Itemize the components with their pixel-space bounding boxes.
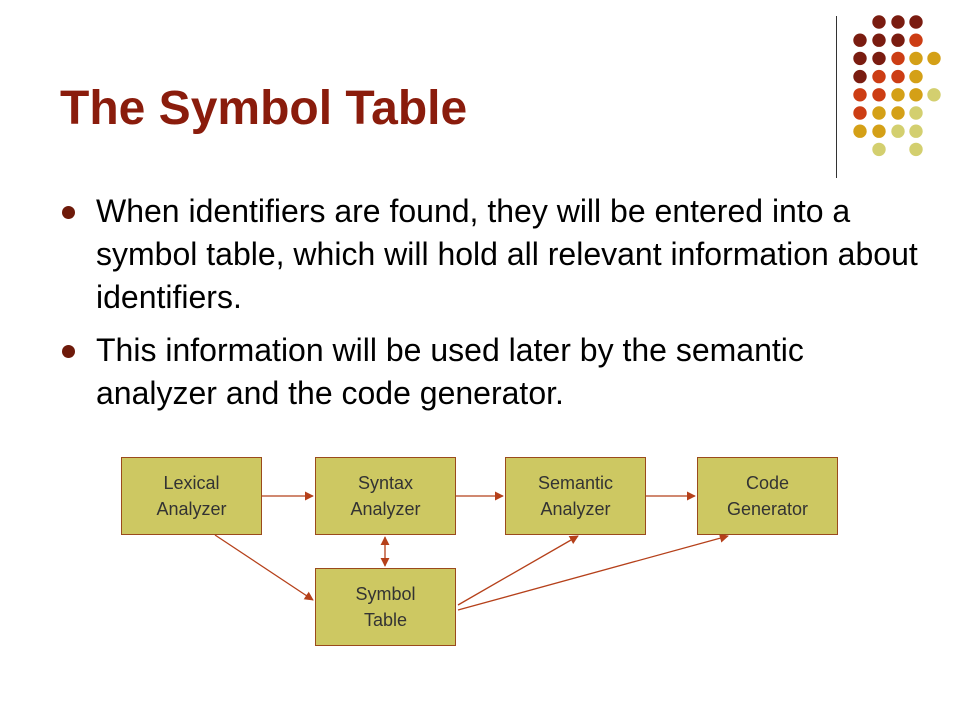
decorative-dot: [872, 106, 886, 120]
bullet-list: When identifiers are found, they will be…: [60, 190, 920, 425]
node-lexical-analyzer: Lexical Analyzer: [121, 457, 262, 535]
bullet-dot-icon: [62, 345, 75, 358]
decorative-dot: [872, 88, 886, 102]
decorative-dot: [909, 15, 923, 29]
bullet-text: This information will be used later by t…: [96, 332, 804, 411]
bullet-item: This information will be used later by t…: [60, 329, 920, 415]
decorative-dot: [909, 88, 923, 102]
decorative-dot: [891, 106, 905, 120]
compiler-phases-diagram: Lexical Analyzer Syntax Analyzer Semanti…: [0, 440, 960, 670]
diagram-arrows: [214, 491, 729, 611]
decorative-dot: [872, 15, 886, 29]
decorative-dot: [909, 33, 923, 47]
decorative-dot: [853, 88, 867, 102]
decorative-dot: [891, 124, 905, 138]
decorative-dot: [853, 106, 867, 120]
arrow-lexical-to-symtab: [214, 534, 314, 601]
decorative-dot: [891, 88, 905, 102]
decorative-divider-line: [836, 16, 837, 178]
decorative-dot: [853, 51, 867, 66]
decorative-dot: [909, 142, 923, 157]
decorative-dot: [872, 33, 886, 47]
decorative-dot: [891, 69, 905, 84]
arrow-symtab-to-codegen: [457, 533, 729, 611]
bullet-dot-icon: [62, 206, 75, 219]
decorative-dot: [927, 51, 941, 66]
decorative-dot: [891, 15, 905, 29]
decorative-dot: [927, 88, 941, 102]
decorative-dot: [872, 51, 886, 66]
decorative-dot: [853, 33, 867, 47]
decorative-dot: [853, 69, 867, 84]
node-symbol-table: Symbol Table: [315, 568, 456, 646]
decorative-dot: [909, 51, 923, 66]
node-semantic-analyzer: Semantic Analyzer: [505, 457, 646, 535]
decorative-dot: [909, 106, 923, 120]
decorative-dot: [872, 124, 886, 138]
bullet-item: When identifiers are found, they will be…: [60, 190, 920, 319]
decorative-dot: [891, 51, 905, 66]
node-syntax-analyzer: Syntax Analyzer: [315, 457, 456, 535]
decorative-dot: [891, 33, 905, 47]
node-code-generator: Code Generator: [697, 457, 838, 535]
bullet-text: When identifiers are found, they will be…: [96, 193, 918, 315]
decorative-dot: [872, 69, 886, 84]
decorative-dot: [909, 69, 923, 84]
arrow-symtab-to-semantic: [457, 535, 579, 606]
decorative-dot: [872, 142, 886, 157]
decorative-dot: [909, 124, 923, 138]
decorative-dot-grid: [853, 15, 941, 157]
decorative-dot: [853, 124, 867, 138]
slide-title: The Symbol Table: [60, 82, 468, 135]
